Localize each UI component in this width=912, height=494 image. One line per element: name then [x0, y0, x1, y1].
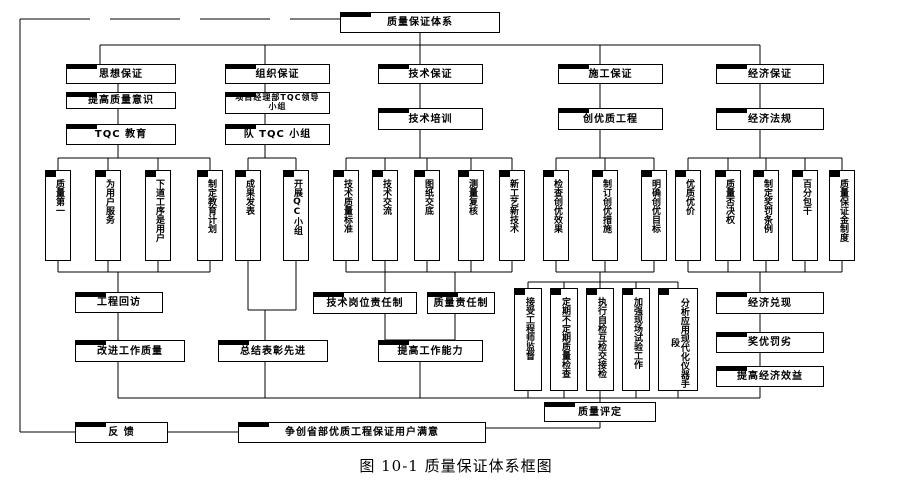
- leaf-col3-5: 新工艺新技术: [499, 170, 525, 261]
- leaf-col2-1: 成果发表: [235, 170, 261, 261]
- connector-lines: [19, 18, 843, 433]
- figure-caption: 图 10-1 质量保证体系框图: [359, 457, 553, 475]
- leaf-col5-2: 质量否决权: [715, 170, 741, 261]
- col1-sub2: TQC 教育: [66, 124, 176, 145]
- inspect-2: 定期不定期质量检查: [550, 288, 578, 391]
- leaf-col4-3: 明确创优目标: [641, 170, 667, 261]
- col4-sub1: 创优质工程: [558, 108, 663, 130]
- summary-box: 总结表彰先进: [218, 340, 328, 362]
- col3-title: 技术保证: [378, 64, 483, 84]
- inspect-1: 接受工程师监督: [514, 288, 542, 391]
- reward-box: 奖优罚劣: [716, 332, 824, 353]
- leaf-col3-3: 图纸交底: [414, 170, 440, 261]
- goal-box: 争创省部优质工程保证用户满意: [238, 422, 486, 443]
- visit-box: 工程回访: [75, 292, 163, 313]
- benefit-box: 提高经济效益: [716, 366, 824, 387]
- feedback-box: 反 馈: [75, 422, 168, 443]
- ability-box: 提高工作能力: [378, 340, 483, 362]
- leaf-col4-1: 检查创优效果: [543, 170, 569, 261]
- econ-first-box: 经济兑现: [716, 292, 824, 314]
- root-node: 质量保证体系: [340, 12, 500, 33]
- leaf-col5-1: 优质优价: [675, 170, 701, 261]
- col3-sub1: 技术培训: [378, 108, 483, 130]
- col5-sub1: 经济法规: [716, 108, 824, 130]
- col2-sub1: 项目经理部TQC领导小组: [225, 92, 330, 114]
- col4-title: 施工保证: [558, 64, 663, 84]
- inspect-5: 分析应用现代化仪器手段: [658, 288, 698, 391]
- leaf-col5-5: 质量保证金制度: [829, 170, 855, 261]
- quality-resp-box: 质量责任制: [427, 292, 495, 314]
- leaf-col1-2: 为用户服务: [95, 170, 121, 261]
- leaf-col4-2: 制订创优措施: [592, 170, 618, 261]
- leaf-col3-1: 技术质量标准: [333, 170, 359, 261]
- inspect-4: 加强现场试验工作: [622, 288, 650, 391]
- leaf-col3-2: 技术交流: [372, 170, 398, 261]
- col2-sub2: 队 TQC 小组: [225, 124, 330, 145]
- leaf-col3-4: 测量复核: [458, 170, 484, 261]
- leaf-col1-1: 质量第一: [45, 170, 71, 261]
- improve-box: 改进工作质量: [75, 340, 185, 362]
- leaf-col5-4: 百分包干: [792, 170, 818, 261]
- col2-title: 组织保证: [225, 64, 330, 84]
- post-resp-box: 技术岗位责任制: [313, 292, 417, 314]
- col1-sub1: 提高质量意识: [66, 92, 176, 109]
- eval-box: 质量评定: [544, 402, 656, 422]
- inspect-3: 执行自检互检交接检: [586, 288, 614, 391]
- col1-title: 思想保证: [66, 64, 176, 84]
- leaf-col5-3: 制定奖罚条例: [753, 170, 779, 261]
- leaf-col2-2: 开展QC小组: [283, 170, 309, 261]
- leaf-col1-4: 制定教育计划: [197, 170, 223, 261]
- col5-title: 经济保证: [716, 64, 824, 84]
- leaf-col1-3: 下道工序是用户: [145, 170, 171, 261]
